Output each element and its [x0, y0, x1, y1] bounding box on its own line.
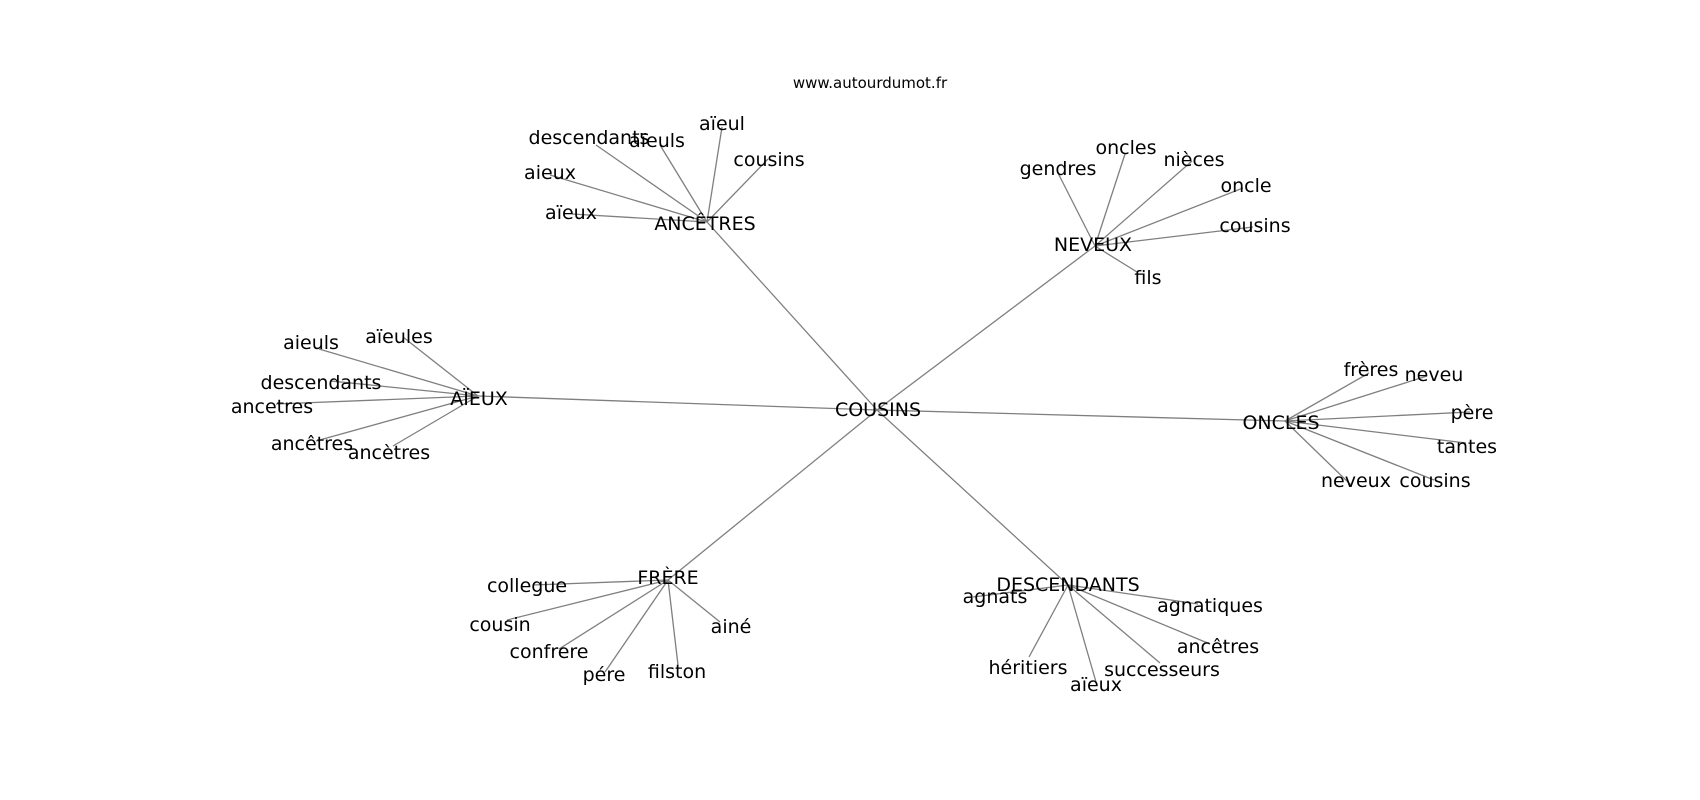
leaf-word[interactable]: descendants	[529, 127, 650, 149]
leaf-word[interactable]: aieuls	[283, 332, 339, 354]
leaf-word[interactable]: aïeux	[545, 202, 597, 224]
leaf-edge	[532, 579, 669, 586]
leaf-word[interactable]: aïeux	[1070, 674, 1122, 696]
leaf-edge	[1094, 160, 1193, 247]
leaf-edge	[1067, 584, 1097, 683]
hub-word[interactable]: FRÈRE	[637, 566, 698, 589]
leaf-word[interactable]: ancêtres	[1177, 636, 1259, 658]
leaf-edge	[318, 348, 479, 397]
leaf-edge	[330, 380, 479, 397]
leaf-edge	[549, 174, 708, 223]
leaf-edge	[659, 144, 708, 223]
leaf-word[interactable]: nièces	[1163, 149, 1224, 171]
center-word[interactable]: COUSINS	[835, 399, 921, 421]
leaf-edge	[667, 579, 721, 623]
leaf-word[interactable]: cousin	[469, 614, 530, 636]
leaf-edge	[506, 579, 669, 621]
leaf-word[interactable]: cousins	[733, 149, 804, 171]
leaf-word[interactable]: frères	[1344, 359, 1399, 381]
leaf-word[interactable]: aïeuls	[629, 130, 685, 152]
leaf-edge	[604, 579, 669, 673]
leaf-word[interactable]: fils	[1134, 267, 1161, 289]
leaf-word[interactable]: ancètres	[348, 442, 430, 464]
leaf-edge	[1284, 420, 1352, 486]
leaf-edge	[1067, 584, 1211, 645]
leaf-word[interactable]: aïeul	[699, 113, 745, 135]
leaf-word[interactable]: oncle	[1220, 175, 1271, 197]
leaf-word[interactable]: oncles	[1096, 137, 1157, 159]
leaf-word[interactable]: père	[1451, 402, 1494, 424]
leaf-edge	[1284, 411, 1471, 422]
hub-word[interactable]: NEVEUX	[1054, 234, 1132, 256]
leaf-edge	[392, 395, 479, 447]
leaf-edge	[1094, 245, 1138, 273]
leaf-word[interactable]: descendants	[261, 372, 382, 394]
leaf-edge	[402, 336, 479, 397]
leaf-word[interactable]: agnatiques	[1157, 595, 1263, 617]
leaf-word[interactable]: agnats	[963, 586, 1028, 608]
site-watermark: www.autourdumot.fr	[793, 74, 948, 92]
leaf-word[interactable]: gendres	[1020, 158, 1097, 180]
leaf-word[interactable]: tantes	[1437, 436, 1497, 458]
leaf-edge	[1284, 420, 1467, 444]
hub-word[interactable]: AÏEUX	[450, 387, 508, 410]
leaf-word[interactable]: aïeules	[365, 326, 433, 348]
leaf-word[interactable]: confrere	[510, 641, 589, 663]
leaf-word[interactable]: neveux	[1321, 470, 1391, 492]
leaf-edge	[1094, 187, 1244, 247]
leaf-edge	[1284, 372, 1370, 422]
leaf-edge	[1284, 375, 1428, 422]
hub-word[interactable]: ONCLES	[1242, 412, 1319, 434]
leaf-edge	[1067, 584, 1161, 664]
leaf-edge	[1284, 420, 1435, 481]
hub-edge	[706, 221, 878, 411]
hub-word[interactable]: ANCÊTRES	[654, 212, 755, 235]
leaf-word[interactable]: héritiers	[989, 657, 1068, 679]
leaf-word[interactable]: filston	[648, 661, 706, 683]
leaf-edge	[1094, 226, 1254, 247]
leaf-word[interactable]: ancetres	[231, 396, 313, 418]
leaf-word[interactable]: pére	[583, 664, 626, 686]
leaf-word[interactable]: cousins	[1219, 215, 1290, 237]
leaf-edge	[972, 584, 1069, 598]
leaf-word[interactable]: ainé	[711, 616, 752, 638]
leaf-edge	[706, 126, 723, 223]
leaf-edge	[1094, 153, 1126, 247]
graph-edges	[275, 126, 1471, 683]
leaf-edge	[275, 395, 479, 405]
leaf-edge	[1028, 584, 1069, 658]
leaf-word[interactable]: successeurs	[1104, 659, 1220, 681]
hub-edge	[477, 395, 878, 411]
leaf-edge	[667, 579, 679, 666]
hub-edge	[876, 245, 1096, 411]
hub-word[interactable]: DESCENDANTS	[996, 574, 1139, 596]
hub-edge	[667, 409, 878, 581]
leaf-word[interactable]: collegue	[487, 575, 567, 597]
leaf-edge	[571, 213, 708, 223]
leaf-edge	[1067, 584, 1199, 605]
leaf-word[interactable]: cousins	[1399, 470, 1470, 492]
leaf-word[interactable]: aieux	[524, 162, 576, 184]
leaf-edge	[706, 158, 769, 223]
hub-edge	[876, 409, 1286, 422]
leaf-edge	[558, 579, 669, 650]
leaf-edge	[1057, 172, 1096, 247]
hub-edge	[876, 409, 1069, 586]
leaf-edge	[595, 144, 708, 223]
leaf-word[interactable]: ancêtres	[271, 433, 353, 455]
graph-labels: www.autourdumot.fr COUSINS descendantsaï…	[231, 74, 1497, 696]
leaf-edge	[315, 395, 479, 442]
leaf-word[interactable]: neveu	[1405, 364, 1464, 386]
